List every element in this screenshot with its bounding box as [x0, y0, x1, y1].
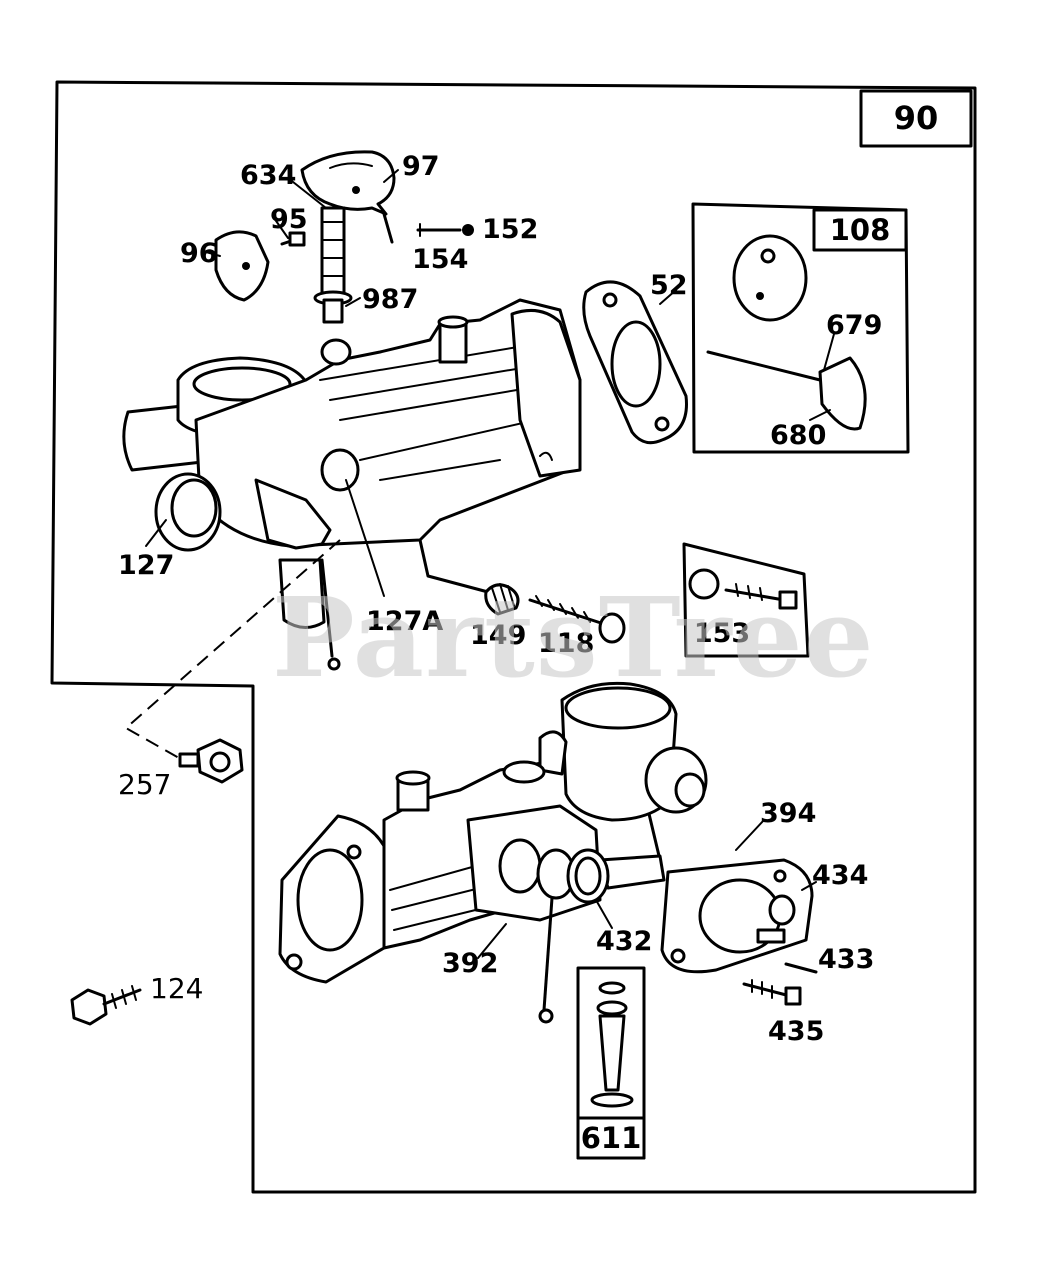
label-679: 679 — [826, 310, 882, 341]
kit-108-inset: 108 — [691, 202, 910, 454]
screw-435 — [742, 979, 802, 1006]
label-96: 96 — [180, 238, 218, 269]
label-394: 394 — [760, 798, 816, 829]
label-118: 118 — [538, 628, 594, 659]
page-number-box: 90 — [859, 89, 973, 148]
callout-labels: 97 634 95 96 152 154 987 52 679 680 127 … — [118, 151, 882, 1047]
label-127a: 127A — [366, 606, 443, 637]
nut-257 — [178, 738, 244, 784]
spring-and-mixture-screw — [484, 583, 626, 644]
page-number: 90 — [894, 99, 939, 137]
label-987: 987 — [362, 284, 418, 315]
label-127: 127 — [118, 550, 174, 581]
leader-lines — [145, 169, 835, 959]
kit-108-label: 108 — [830, 213, 891, 247]
upper-carburetor-body — [122, 298, 582, 671]
label-634: 634 — [240, 160, 296, 191]
label-149: 149 — [470, 620, 526, 651]
label-432: 432 — [596, 926, 652, 957]
kit-611-label: 611 — [581, 1121, 642, 1155]
diagram-frame — [50, 80, 977, 1194]
label-52: 52 — [650, 270, 688, 301]
choke-assembly — [214, 150, 474, 324]
label-257: 257 — [118, 768, 171, 801]
label-392: 392 — [442, 948, 498, 979]
label-152: 152 — [482, 214, 538, 245]
watermark: PartsTree — [272, 573, 875, 702]
kit-611-inset: 611 — [576, 966, 646, 1160]
pin-433 — [784, 962, 818, 974]
label-680: 680 — [770, 420, 826, 451]
o-rings-432 — [536, 848, 610, 1024]
label-124: 124 — [150, 972, 203, 1005]
label-435: 435 — [768, 1016, 824, 1047]
label-433: 433 — [818, 944, 874, 975]
kit-153-label: 153 — [694, 618, 750, 649]
label-154: 154 — [412, 244, 468, 275]
label-434: 434 — [812, 860, 868, 891]
diaphragm-cover — [660, 858, 814, 974]
kit-153-inset: 153 — [682, 542, 810, 658]
label-95: 95 — [270, 204, 308, 235]
lower-carburetor-body — [278, 681, 708, 984]
screw-124 — [70, 985, 142, 1026]
dashed-leader — [124, 539, 341, 763]
label-97: 97 — [402, 151, 440, 182]
gasket — [582, 280, 688, 445]
